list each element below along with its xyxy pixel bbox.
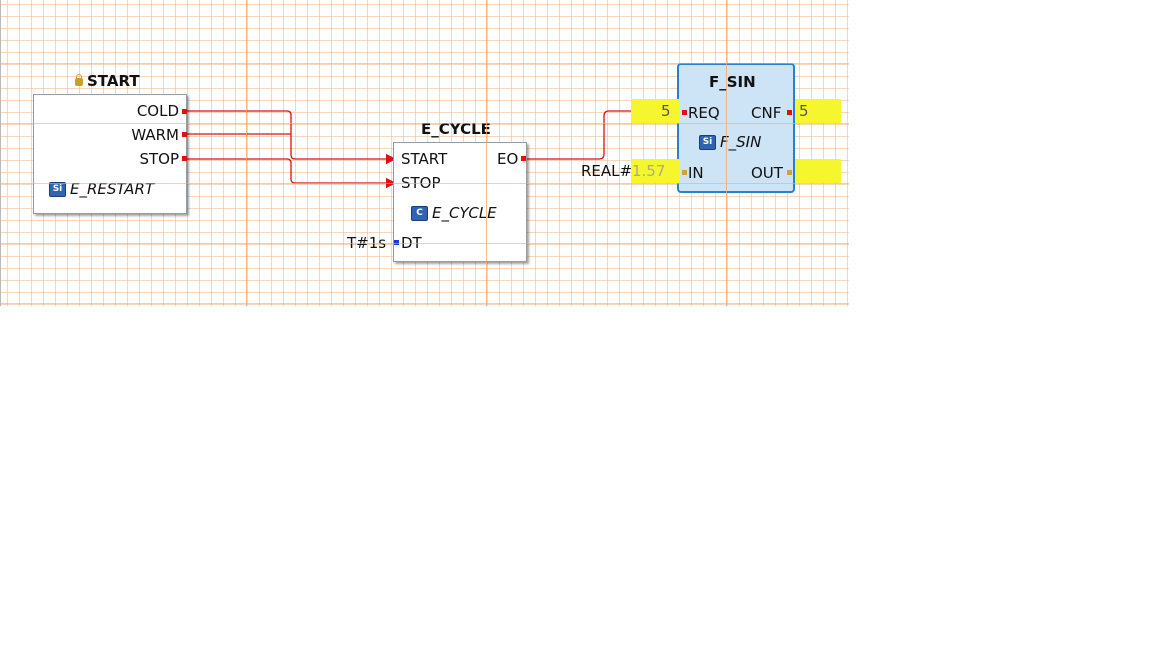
- port-stop-out[interactable]: STOP: [139, 150, 179, 168]
- pin-stop-out[interactable]: [182, 156, 187, 161]
- watch-req[interactable]: [631, 99, 679, 123]
- composite-icon: C: [411, 205, 428, 221]
- fb-start-name: START: [87, 72, 140, 90]
- dt-value[interactable]: T#1s: [347, 234, 387, 252]
- pin-dt[interactable]: [394, 240, 399, 245]
- port-stop-in[interactable]: STOP: [401, 174, 441, 192]
- port-warm[interactable]: WARM: [131, 126, 179, 144]
- fb-start-type: Si E_RESTART: [49, 180, 154, 198]
- fb-e-cycle-type-name: E_CYCLE: [432, 204, 497, 222]
- pin-eo[interactable]: [521, 156, 526, 161]
- connection-cold-start[interactable]: [187, 110, 397, 165]
- pin-warm[interactable]: [182, 132, 187, 137]
- fb-e-cycle-body[interactable]: [393, 142, 527, 262]
- fb-start-type-name: E_RESTART: [70, 180, 155, 198]
- diagram-canvas[interactable]: START COLD WARM STOP Si E_RESTART E_CYCL…: [0, 0, 849, 306]
- fb-f-sin-title: F_SIN: [709, 73, 756, 91]
- connections-layer: [187, 110, 682, 189]
- fb-f-sin-type-name: F_SIN: [720, 133, 762, 151]
- port-in[interactable]: IN: [688, 164, 704, 182]
- fb-f-sin[interactable]: F_SIN REQ CNF Si F_SIN IN OUT: [677, 63, 795, 193]
- lock-icon: [75, 73, 83, 86]
- watch-cnf[interactable]: [795, 99, 841, 123]
- connection-stop-stop[interactable]: [187, 158, 397, 189]
- watch-req-value: 5: [661, 102, 671, 120]
- fb-e-cycle-type: C E_CYCLE: [411, 204, 497, 222]
- watch-out[interactable]: [795, 159, 841, 183]
- port-req[interactable]: REQ: [688, 104, 720, 122]
- port-eo[interactable]: EO: [497, 150, 519, 168]
- fb-e-cycle-title: E_CYCLE: [421, 120, 491, 138]
- pin-out[interactable]: [787, 170, 792, 175]
- watch-in[interactable]: [631, 159, 679, 183]
- port-cold[interactable]: COLD: [136, 102, 179, 120]
- connection-eo-req[interactable]: [525, 110, 682, 160]
- watch-cnf-value: 5: [799, 102, 809, 120]
- port-cnf[interactable]: CNF: [751, 104, 782, 122]
- pin-req[interactable]: [682, 110, 687, 115]
- service-interface-icon: Si: [699, 134, 716, 150]
- pin-cold[interactable]: [182, 109, 187, 114]
- port-start-in[interactable]: START: [401, 150, 448, 168]
- service-interface-icon: Si: [49, 181, 66, 197]
- fb-f-sin-type: Si F_SIN: [699, 133, 761, 151]
- port-out[interactable]: OUT: [751, 164, 783, 182]
- port-dt[interactable]: DT: [401, 234, 422, 252]
- watch-in-value: 1.57: [632, 162, 666, 180]
- fb-start-title: START: [75, 72, 140, 90]
- pin-in[interactable]: [682, 170, 687, 175]
- pin-cnf[interactable]: [787, 110, 792, 115]
- in-prefix: REAL#: [581, 162, 633, 180]
